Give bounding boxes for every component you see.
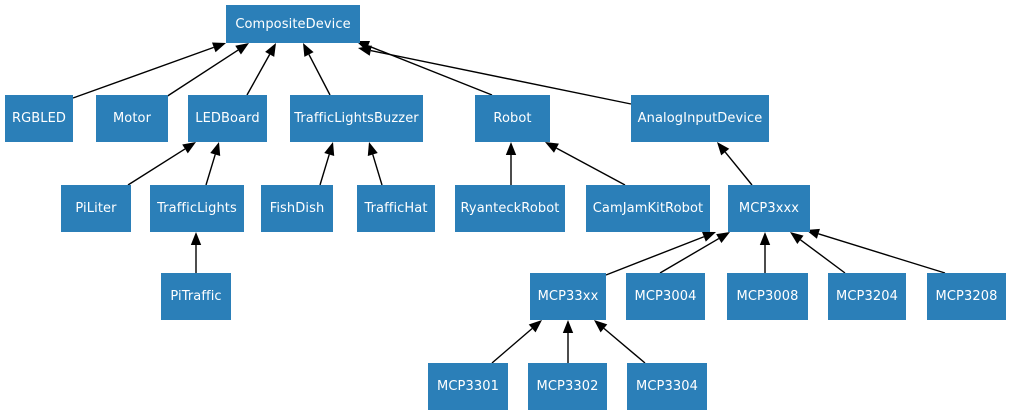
class-node-compositedevice[interactable]: CompositeDevice	[226, 5, 360, 43]
class-node-ryanteckrobot[interactable]: RyanteckRobot	[455, 185, 565, 232]
class-node-robot[interactable]: Robot	[475, 95, 550, 142]
class-node-label: PiTraffic	[170, 289, 222, 304]
class-node-label: MCP3302	[536, 379, 599, 394]
class-node-label: Motor	[112, 111, 152, 126]
class-node-fishdish[interactable]: FishDish	[261, 185, 333, 232]
class-node-mcp3xxx[interactable]: MCP3xxx	[728, 185, 810, 232]
class-node-mcp3008[interactable]: MCP3008	[727, 273, 808, 320]
class-node-label: FishDish	[269, 201, 325, 216]
class-node-label: MCP3004	[634, 289, 697, 304]
class-node-mcp3301[interactable]: MCP3301	[428, 363, 508, 410]
class-node-mcp3302[interactable]: MCP3302	[528, 363, 607, 410]
class-node-label: MCP33xx	[537, 289, 599, 304]
class-node-label: LEDBoard	[195, 111, 260, 126]
class-node-label: MCP3208	[935, 289, 998, 304]
class-node-traffichat[interactable]: TrafficHat	[357, 185, 435, 232]
class-node-label: RGBLED	[11, 111, 67, 126]
class-node-pitraffic[interactable]: PiTraffic	[161, 273, 231, 320]
class-node-label: CompositeDevice	[235, 16, 351, 32]
class-node-label: CamJamKitRobot	[592, 201, 704, 216]
class-node-label: TrafficHat	[364, 201, 428, 216]
class-node-label: MCP3301	[437, 379, 499, 394]
class-node-trafficlights[interactable]: TrafficLights	[150, 185, 244, 232]
class-node-analoginputdevice[interactable]: AnalogInputDevice	[631, 95, 769, 142]
class-node-label: MCP3xxx	[738, 201, 800, 216]
class-node-mcp3204[interactable]: MCP3204	[828, 273, 906, 320]
class-node-label: AnalogInputDevice	[637, 111, 763, 126]
class-node-label: MCP3204	[836, 289, 898, 304]
class-node-label: TrafficLightsBuzzer	[294, 111, 419, 126]
class-node-mcp33xx[interactable]: MCP33xx	[530, 273, 606, 320]
class-node-mcp3004[interactable]: MCP3004	[626, 273, 705, 320]
class-node-ledboard[interactable]: LEDBoard	[188, 95, 267, 142]
class-node-mcp3208[interactable]: MCP3208	[927, 273, 1006, 320]
class-node-label: MCP3008	[736, 289, 799, 304]
class-node-camjamkitrobot[interactable]: CamJamKitRobot	[586, 185, 710, 232]
class-node-piliter[interactable]: PiLiter	[61, 185, 131, 232]
class-node-label: PiLiter	[75, 201, 117, 216]
class-node-mcp3304[interactable]: MCP3304	[627, 363, 707, 410]
class-node-label: MCP3304	[636, 379, 698, 394]
class-node-label: TrafficLights	[157, 201, 237, 216]
class-node-trafficlightsbuzzer[interactable]: TrafficLightsBuzzer	[290, 95, 423, 142]
class-node-rgbled[interactable]: RGBLED	[5, 95, 73, 142]
class-node-motor[interactable]: Motor	[96, 95, 168, 142]
class-node-label: RyanteckRobot	[460, 201, 560, 216]
class-node-label: Robot	[493, 111, 532, 126]
